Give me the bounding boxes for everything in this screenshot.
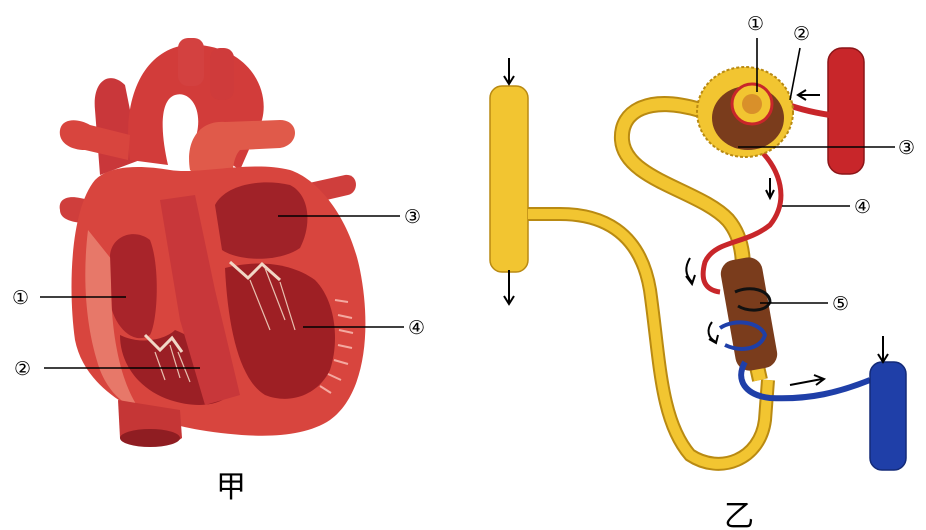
renal-vein-arrow-in (878, 336, 888, 362)
venule-flow-arrow (790, 375, 824, 385)
renal-vein (870, 362, 906, 470)
glomerulus-core (742, 94, 762, 114)
nephron-label-5: ⑤ (832, 293, 849, 315)
left-atrium-cavity (215, 182, 307, 258)
collecting-duct-branch (528, 214, 768, 464)
nephron-label-1: ① (747, 13, 764, 35)
renal-artery (828, 48, 864, 174)
peritubular-capillary-bed (719, 255, 780, 373)
nephron-label-3: ③ (898, 137, 915, 159)
figure-a-caption: 甲 (216, 470, 246, 505)
nephron-label-4: ④ (854, 196, 871, 218)
heart-illustration (40, 38, 404, 447)
ivc-opening (120, 429, 180, 447)
collecting-duct-branch-fill (528, 214, 768, 464)
nephron-leader-2 (790, 48, 800, 100)
efferent-flow-arrow (766, 178, 774, 198)
collecting-duct-arrow-in (504, 58, 514, 84)
nephron-illustration (490, 38, 906, 470)
heart-label-1: ① (12, 287, 29, 309)
aorta-branch-2 (210, 48, 234, 100)
capillary-flow-arrow-left (686, 258, 695, 284)
collecting-duct (490, 86, 528, 272)
capillary-flow-arrow-right (709, 322, 718, 343)
figure-b-caption: 乙 (724, 499, 754, 530)
heart-label-3: ③ (404, 206, 421, 228)
nephron-label-2: ② (793, 23, 810, 45)
collecting-duct-arrow-out (504, 270, 514, 304)
afferent-flow-arrow (798, 90, 820, 100)
heart-label-4: ④ (408, 317, 425, 339)
heart-label-2: ② (14, 358, 31, 380)
aorta-branch-1 (178, 38, 204, 86)
